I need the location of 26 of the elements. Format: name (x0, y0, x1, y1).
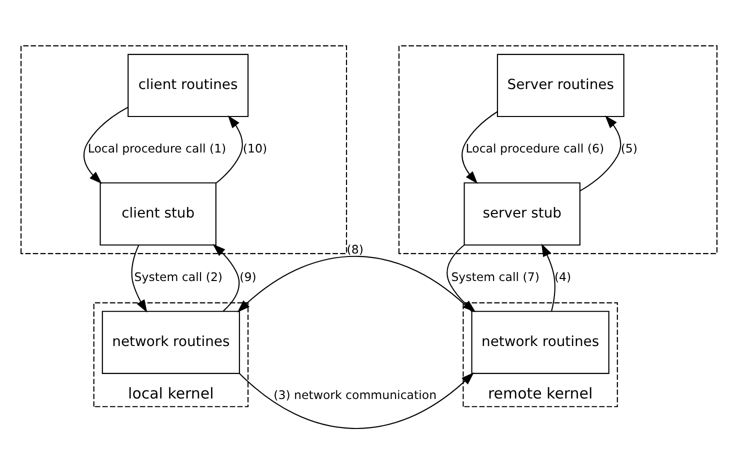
arrow (580, 115, 622, 191)
edge-label: (3) network communication (274, 387, 437, 402)
node-box: network routines (102, 310, 240, 374)
node-box: server stub (464, 182, 580, 246)
arrow (462, 110, 498, 184)
edge-label: (4) (554, 270, 572, 284)
edge-label: Local procedure call (6) (466, 141, 604, 156)
edge-label: (9) (240, 270, 256, 284)
cluster (398, 44, 718, 254)
cluster (20, 44, 348, 254)
node-box: network routines (471, 310, 610, 374)
arrow (216, 114, 243, 184)
node-box: client routines (128, 53, 249, 117)
edge-label: (8) (346, 242, 364, 256)
edge-label: System call (7) (451, 270, 540, 284)
node-box: Server routines (496, 53, 624, 117)
node-box: client stub (100, 182, 216, 246)
edge-label: System call (2) (134, 270, 223, 284)
arrow (84, 106, 128, 184)
edge-label: (5) (620, 141, 638, 156)
arrow (239, 372, 474, 428)
edge-label: (10) (242, 141, 268, 156)
arrow (237, 255, 472, 312)
edge-label: Local procedure call (1) (88, 141, 226, 156)
arrow (541, 243, 556, 311)
arrow (212, 244, 240, 311)
